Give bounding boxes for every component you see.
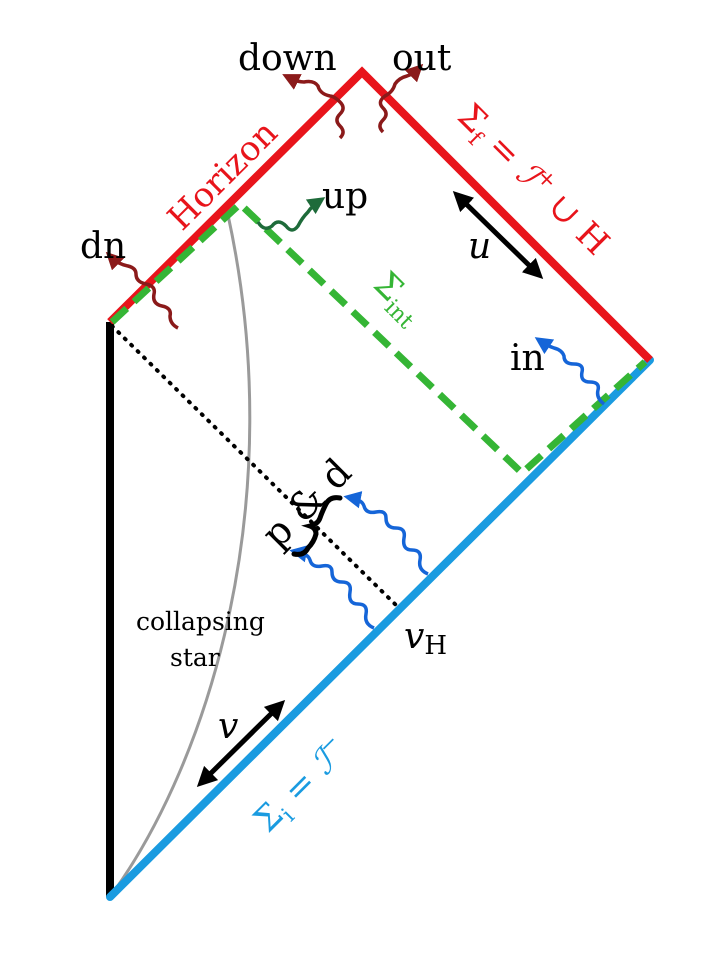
dn-wave (105, 251, 179, 330)
label-up: up (322, 176, 368, 217)
u-double-arrow (452, 191, 544, 279)
intermediate-surface (109, 199, 648, 478)
label-star: star (170, 643, 220, 672)
label-v: v (218, 706, 238, 747)
in-wave (534, 337, 606, 406)
label-sigma-int: Σint (362, 264, 432, 334)
pd-upper-wave (343, 491, 429, 576)
horizon-generator-dotted (110, 324, 402, 611)
collapsing-star-surface (108, 214, 252, 898)
past-null-infinity (106, 356, 654, 901)
label-collapsing: collapsing (136, 607, 265, 636)
pd-lower-wave (289, 545, 375, 630)
label-dn: dn (80, 226, 126, 267)
pd-brace (291, 495, 343, 557)
v-double-arrow (196, 699, 286, 788)
future-boundary (107, 66, 653, 363)
up-wave (256, 197, 326, 232)
label-in: in (510, 338, 545, 379)
label-down: down (238, 38, 337, 79)
label-p-and-d: p & d (253, 450, 360, 557)
label-u: u (468, 226, 491, 267)
label-v-h: vH (404, 616, 447, 661)
label-out: out (392, 38, 452, 79)
down-wave (282, 74, 345, 140)
out-wave (378, 63, 424, 134)
